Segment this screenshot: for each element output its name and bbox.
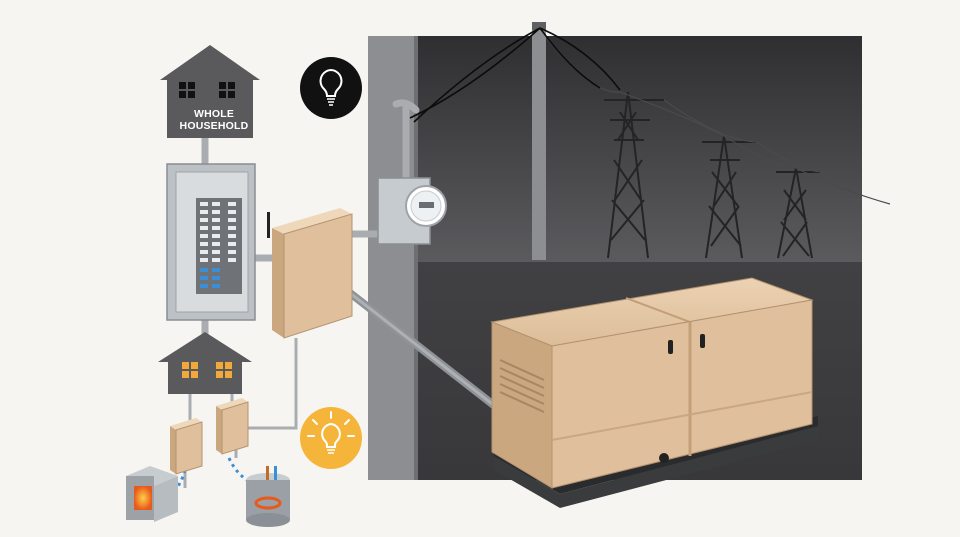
standby-generator xyxy=(490,277,818,508)
service-drop-wires xyxy=(409,27,621,123)
whole-household-label: WHOLE HOUSEHOLD xyxy=(168,108,260,132)
electric-range-appliance xyxy=(126,466,178,522)
whole-household-house-icon xyxy=(160,45,260,138)
transfer-switch-box xyxy=(267,208,353,339)
house-exterior-wall xyxy=(368,36,418,480)
breaker-columns xyxy=(200,202,236,262)
whole-household-label-line2: HOUSEHOLD xyxy=(179,120,249,132)
lightbulb-off-icon xyxy=(300,57,362,119)
lightbulb-on-icon xyxy=(300,407,362,469)
subpanel-box-right xyxy=(216,398,249,455)
electric-meter xyxy=(377,177,447,245)
subpanel-box-left xyxy=(170,418,203,475)
main-breaker-panel xyxy=(166,163,256,321)
power-lines xyxy=(539,29,891,205)
utility-pole xyxy=(532,22,546,260)
whole-household-label-line1: WHOLE xyxy=(193,108,235,120)
water-heater-appliance xyxy=(246,466,290,527)
essential-circuits-house-icon xyxy=(158,332,252,394)
transmission-towers xyxy=(604,91,820,259)
